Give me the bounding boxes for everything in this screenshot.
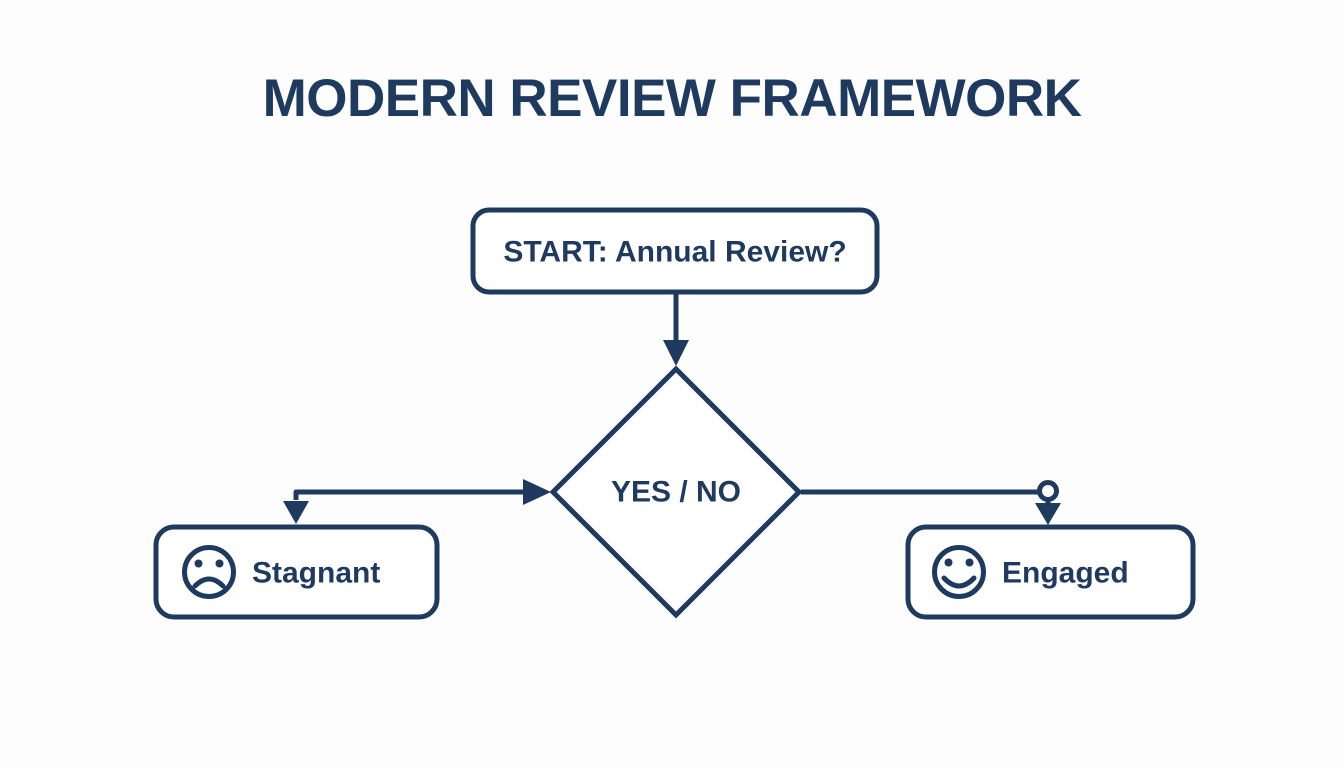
arrow-right-icon <box>523 479 551 505</box>
decision-node-label: YES / NO <box>611 476 741 509</box>
engaged-node: Engaged <box>905 524 1196 620</box>
connector-line <box>293 489 540 500</box>
engaged-node-label: Engaged <box>1002 557 1129 590</box>
stagnant-node-label: Stagnant <box>252 557 380 590</box>
start-node-label: START: Annual Review? <box>503 236 846 269</box>
start-node: START: Annual Review? <box>470 207 880 295</box>
connector-decision-to-engaged <box>801 480 1061 525</box>
arrow-down-icon <box>663 340 689 366</box>
engaged-node-box <box>905 524 1196 620</box>
smiley-face-icon <box>932 545 986 599</box>
connector-joint-circle <box>1037 480 1059 502</box>
sad-face-icon <box>182 545 236 599</box>
page-title: MODERN REVIEW FRAMEWORK <box>262 69 1082 128</box>
stagnant-node-box <box>153 524 440 620</box>
decision-node-diamond <box>549 365 803 619</box>
stagnant-node: Stagnant <box>153 524 440 620</box>
arrow-down-icon <box>1035 503 1061 525</box>
arrow-down-icon <box>283 501 309 524</box>
connector-start-to-decision <box>663 293 689 366</box>
decision-node: YES / NO <box>549 365 803 619</box>
start-node-box <box>470 207 880 295</box>
connector-decision-to-stagnant <box>283 479 551 524</box>
